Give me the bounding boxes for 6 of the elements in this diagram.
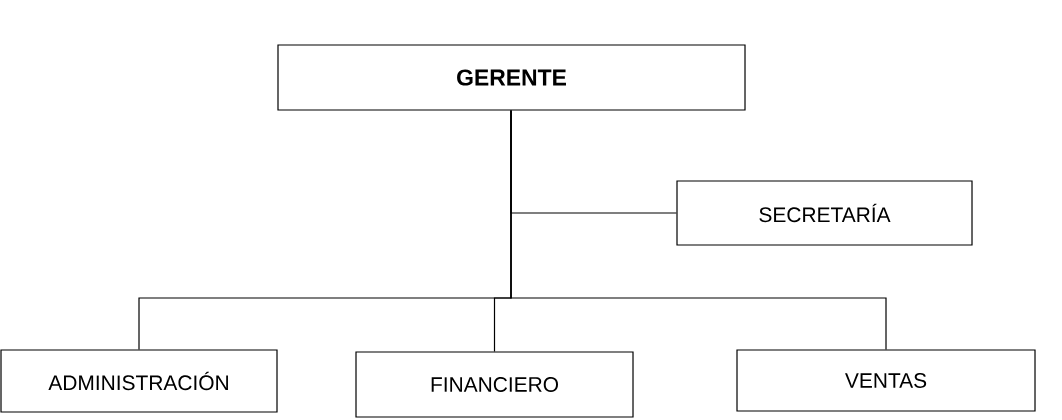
department-box: ADMINISTRACIÓN	[0, 349, 278, 413]
department-box: SECRETARÍA	[676, 180, 973, 246]
department-box: VENTAS	[736, 349, 1036, 412]
connector-line	[510, 110, 887, 350]
department-box: FINANCIERO	[355, 351, 634, 418]
title-box: GERENTE	[277, 44, 746, 111]
